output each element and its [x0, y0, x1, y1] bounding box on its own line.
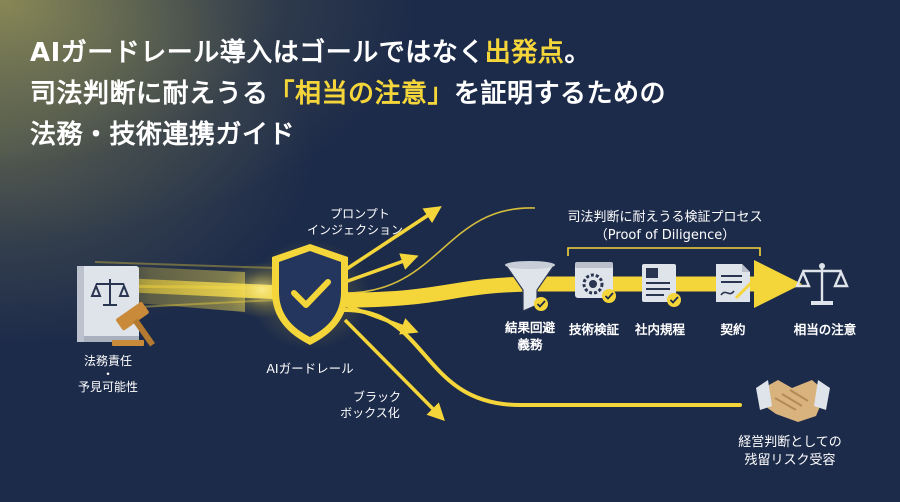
step-avoidance-line-2: 義務: [517, 337, 543, 352]
step-tech-verification-label: 技術検証: [568, 322, 619, 337]
threat-blackbox-label: ブラック ボックス化: [325, 389, 415, 421]
process-subtitle: （Proof of Diligence）: [594, 228, 736, 243]
threat-prompt-line-1: プロンプト: [330, 207, 390, 221]
step-contract-label: 契約: [720, 322, 746, 337]
foreseeability-text: 予見可能性: [77, 380, 138, 394]
funnel-icon: [503, 261, 557, 312]
scales-icon: [795, 263, 849, 305]
goal-due-care-label: 相当の注意: [793, 322, 857, 337]
gear-monitor-icon: [575, 262, 616, 303]
legal-liability-text: 法務責任: [83, 354, 132, 368]
step-internal-rules-label: 社内規程: [634, 322, 685, 337]
step-avoidance-duty-label: 結果回避 義務: [490, 319, 570, 353]
title-highlight-due-care: 「相当の注意」: [268, 79, 455, 109]
law-book-gavel-icon: [77, 266, 155, 347]
title-line-1-text: AIガードレール導入はゴールではなく: [30, 38, 485, 68]
title-line-2: 司法判断に耐えうる「相当の注意」を証明するための: [30, 74, 666, 115]
title-highlight-start-point: 出発点: [484, 38, 565, 68]
threat-prompt-line-2: インジェクション: [306, 223, 403, 237]
main-path: [337, 259, 803, 309]
process-curve: [344, 207, 536, 294]
title-line-2-text: 司法判断に耐えうる: [30, 79, 269, 109]
guardrail-shield-icon: [250, 240, 370, 350]
title-line-1: AIガードレール導入はゴールではなく出発点。: [30, 33, 666, 74]
title-line-2-end: を証明するための: [454, 79, 667, 109]
threat-blackbox-line-2: ボックス化: [340, 406, 400, 420]
residual-risk-label: 経営判断としての 残留リスク受容: [715, 434, 865, 470]
guardrail-label: AIガードレール: [266, 361, 354, 376]
process-title: 司法判断に耐えうる検証プロセス: [567, 210, 763, 225]
document-icon: [642, 264, 681, 307]
step-avoidance-line-1: 結果回避: [504, 320, 555, 335]
threat-blackbox-line-1: ブラック: [352, 390, 401, 404]
residual-risk-path: [343, 308, 742, 407]
contract-icon: [716, 264, 754, 302]
legal-liability-label: 法務責任 ・ 予見可能性: [60, 353, 156, 395]
threat-prompt-injection-label: プロンプト インジェクション: [300, 206, 410, 238]
residual-risk-line-2: 残留リスク受容: [744, 453, 836, 468]
page-title: AIガードレール導入はゴールではなく出発点。 司法判断に耐えうる「相当の注意」を…: [30, 33, 666, 156]
residual-risk-line-1: 経営判断としての: [738, 435, 842, 450]
handshake-icon: [756, 380, 830, 422]
title-line-1-end: 。: [564, 38, 591, 68]
legal-separator-dot: ・: [101, 367, 114, 381]
title-line-3: 法務・技術連携ガイド: [30, 120, 296, 150]
process-bracket: [567, 247, 761, 256]
